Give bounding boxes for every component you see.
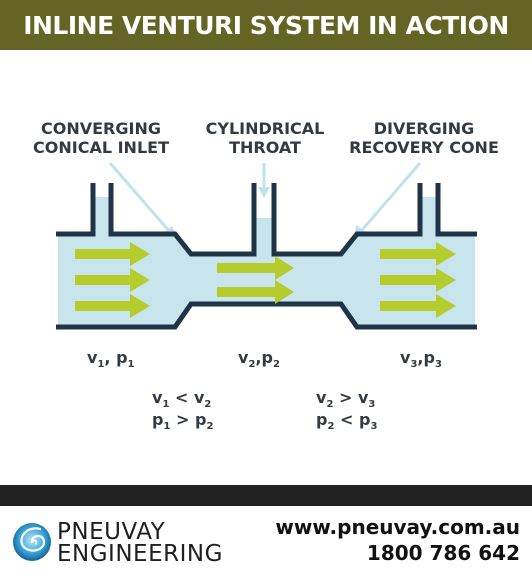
flow-arrow — [75, 268, 150, 292]
throat-label-line2: THROAT — [229, 138, 301, 157]
throat-pointer-head — [258, 187, 270, 198]
flow-arrows — [75, 242, 456, 318]
flow-arrow — [380, 268, 456, 292]
footer: PNEUVAY ENGINEERING www.pneuvay.com.au 1… — [0, 506, 532, 578]
top-wall-throat-right — [271, 183, 423, 257]
flow-arrow — [380, 294, 456, 318]
station-2-label: v2,p2 — [238, 348, 280, 370]
relation-1-velocity: v1 < v2 — [152, 388, 211, 410]
throat-label-line1: CYLINDRICAL — [206, 119, 325, 138]
footer-divider-bar — [0, 485, 532, 506]
relation-2-pressure: p2 < p3 — [316, 410, 377, 432]
outlet-pointer — [360, 162, 422, 231]
swirl-logo-icon — [13, 523, 51, 561]
station-3-label: v3,p3 — [400, 348, 442, 370]
relation-1-pressure: p1 > p2 — [152, 410, 213, 432]
fluid-column-inlet — [93, 197, 111, 232]
fluid-column-outlet — [420, 197, 438, 232]
top-wall-throat-left — [108, 183, 257, 257]
flow-arrow — [75, 242, 150, 266]
page-title: INLINE VENTURI SYSTEM IN ACTION — [23, 10, 509, 40]
inlet-label-line2: CONICAL INLET — [33, 138, 169, 157]
bottom-wall — [56, 301, 477, 330]
station-1-label: v1, p1 — [87, 348, 135, 370]
fluid-column-throat — [254, 218, 274, 252]
flow-arrow — [380, 242, 456, 266]
top-wall-right — [435, 183, 477, 237]
inlet-pointer — [108, 162, 172, 233]
brand-name: PNEUVAY — [57, 519, 166, 545]
phone-number[interactable]: 1800 786 642 — [366, 541, 520, 565]
flow-arrow — [217, 280, 294, 304]
flow-arrow — [75, 294, 150, 318]
pipe-walls — [56, 183, 477, 330]
brand-subtitle: ENGINEERING — [57, 541, 223, 567]
top-wall-left — [56, 183, 96, 237]
outlet-label-line2: RECOVERY CONE — [349, 138, 499, 157]
venturi-diagram: CONVERGING CONICAL INLET CYLINDRICAL THR… — [33, 119, 499, 432]
flow-arrow — [217, 256, 294, 280]
relation-2-velocity: v2 > v3 — [316, 388, 375, 410]
outlet-label-line1: DIVERGING — [374, 119, 474, 138]
inlet-label-line1: CONVERGING — [41, 119, 161, 138]
fluid-main — [58, 232, 475, 328]
website-link[interactable]: www.pneuvay.com.au — [275, 515, 520, 539]
header-banner: INLINE VENTURI SYSTEM IN ACTION — [0, 0, 532, 50]
